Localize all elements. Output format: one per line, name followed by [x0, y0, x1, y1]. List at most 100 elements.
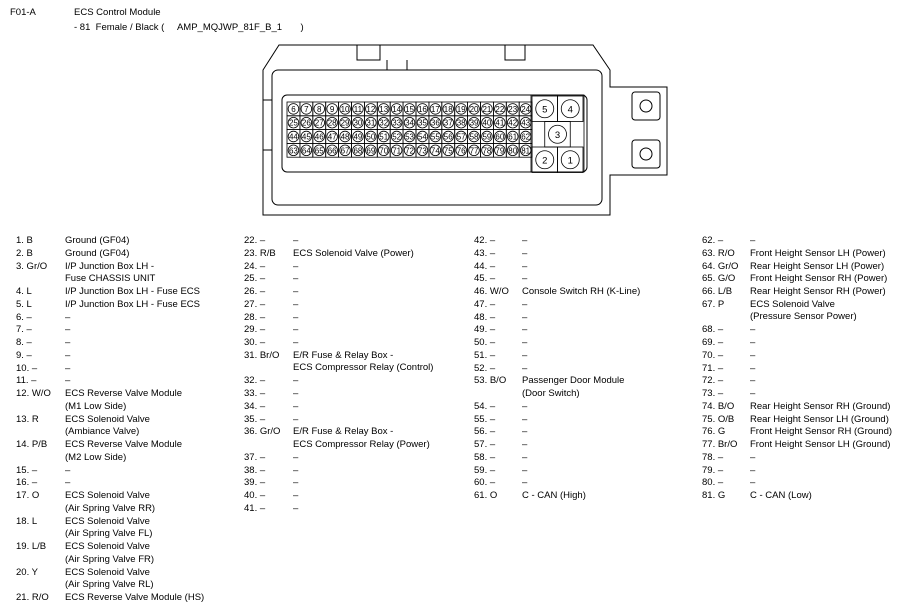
pin-label: 60. – [474, 477, 496, 489]
pin-number: 74 [431, 146, 440, 155]
pin-circle [326, 144, 338, 157]
pin-label: 46. W/O [474, 286, 509, 297]
pin-label: 2. B [16, 247, 33, 259]
pin-description: Console Switch RH (K-Line) [522, 286, 641, 297]
pin-number: 79 [495, 146, 504, 155]
pin-circle [378, 130, 390, 143]
pin-label: 47. – [474, 298, 496, 310]
pin-circle [326, 130, 338, 143]
pin-number: 60 [495, 133, 504, 142]
pin-description: – [750, 388, 756, 399]
pin-label: 41. – [244, 502, 266, 514]
pin-label: 52. – [474, 362, 496, 374]
pin-circle [403, 116, 416, 129]
pin-description: I/P Junction Box LH - Fuse ECS [65, 286, 200, 297]
pin-label: 34. – [244, 400, 266, 412]
pin-number: 49 [353, 133, 362, 142]
pin-number: 17 [431, 105, 440, 114]
pin-circle [507, 144, 519, 157]
pin-label: 59. – [474, 464, 496, 476]
pin-number: 63 [289, 146, 298, 155]
pin-label: 67. P [702, 298, 725, 310]
pin-circle [313, 144, 325, 157]
pin-label: 80. – [702, 477, 724, 489]
connector-id: F01-A [10, 7, 36, 18]
pin-label: 4. L [16, 286, 32, 297]
pin-number: 35 [418, 119, 427, 128]
pin-label: 31. Br/O [244, 349, 280, 361]
pin-circle [429, 144, 442, 157]
pin-label: 29. – [244, 324, 266, 336]
pin-description: – [293, 490, 299, 501]
pin-label: 54. – [474, 400, 496, 412]
pin-description: ECS Solenoid Valve (Air Spring Valve RR) [65, 490, 156, 514]
pin-number: 44 [289, 133, 298, 142]
pin-label: 24. – [244, 260, 266, 272]
pin-description: – [522, 324, 528, 336]
pin-description: Front Height Sensor LH (Ground) [750, 439, 891, 450]
pin-circle [352, 116, 364, 129]
pin-label: 3. Gr/O [16, 260, 48, 272]
pin-number: 36 [431, 119, 440, 128]
pin-description: – [522, 260, 528, 272]
pin-description: – [522, 337, 528, 348]
pin-label: 63. R/O [702, 247, 735, 259]
pin-number: 62 [521, 133, 530, 142]
pin-description: – [750, 235, 756, 246]
large-pin-number: 5 [542, 104, 547, 115]
pin-number: 70 [379, 146, 388, 155]
pin-label: 14. P/B [16, 439, 48, 450]
pin-label: 1. B [16, 235, 33, 246]
pin-description: Front Height Sensor RH (Ground) [750, 426, 893, 438]
pin-label: 51. – [474, 349, 496, 361]
pin-label: 81. G [702, 490, 726, 501]
pin-circle [416, 130, 429, 143]
pin-number: 67 [341, 146, 350, 155]
pin-label: 65. G/O [702, 273, 736, 285]
pin-description: – [65, 324, 71, 336]
pin-number: 30 [353, 119, 362, 128]
pin-label: 20. Y [16, 566, 39, 578]
pin-description: – [750, 324, 756, 336]
pin-number: 31 [366, 119, 375, 128]
pin-label: 70. – [702, 349, 724, 361]
pin-number: 57 [457, 133, 466, 142]
pin-label: 43. – [474, 247, 496, 259]
pin-circle [313, 130, 325, 143]
pin-circle [429, 103, 442, 115]
pin-number: 16 [418, 105, 427, 114]
pin-label: 33. – [244, 388, 266, 399]
pin-description: – [522, 362, 528, 374]
pin-number: 46 [315, 133, 324, 142]
pin-description: – [750, 375, 756, 387]
connector-spec: - 81 Female / Black ( AMP_MQJWP_81F_B_1 … [74, 22, 304, 33]
pin-label: 8. – [16, 337, 32, 348]
pin-number: 54 [418, 133, 427, 142]
pin-number: 12 [366, 105, 375, 114]
pin-number: 69 [366, 146, 375, 155]
pin-circle [455, 144, 467, 157]
pin-number: 6 [291, 105, 296, 114]
pin-description: – [65, 337, 71, 348]
pin-number: 32 [379, 119, 388, 128]
pin-circle [300, 144, 313, 157]
pin-number: 56 [444, 133, 453, 142]
pin-number: 27 [315, 119, 324, 128]
pin-description: – [522, 400, 528, 412]
pin-number: 21 [482, 105, 491, 114]
pin-circle [287, 103, 300, 115]
pin-number: 13 [379, 105, 388, 114]
pin-label: 38. – [244, 464, 266, 476]
pin-label: 71. – [702, 362, 724, 374]
pin-label: 61. O [474, 490, 498, 501]
pin-circle [365, 144, 377, 157]
pin-description: – [293, 388, 299, 399]
pin-description: Passenger Door Module (Door Switch) [522, 375, 625, 399]
pin-label: 7. – [16, 324, 32, 336]
pin-label: 66. L/B [702, 286, 733, 297]
pin-description: ECS Reverse Valve Module (HS) [65, 592, 205, 603]
pin-label: 40. – [244, 490, 266, 501]
pin-description: C - CAN (Low) [750, 490, 812, 501]
pin-description: – [750, 337, 756, 348]
pin-circle [494, 116, 506, 129]
